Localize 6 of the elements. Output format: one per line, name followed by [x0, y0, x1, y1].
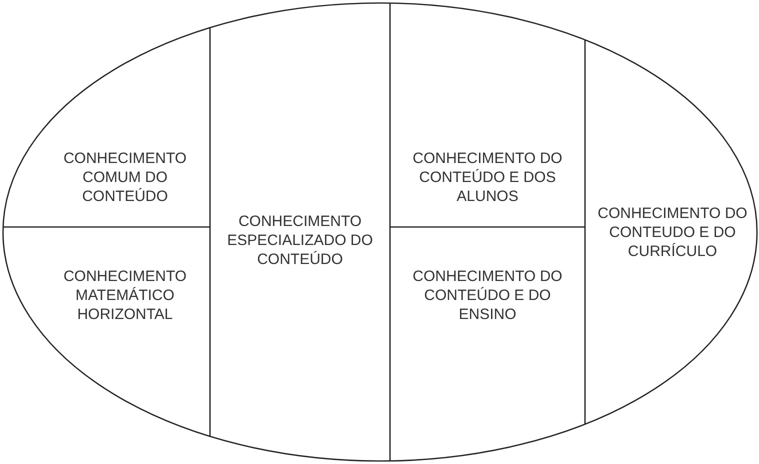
region-label: CONHECIMENTO DO CONTEÚDO E DO ENSINO	[412, 267, 564, 324]
region-label: CONHECIMENTO DO CONTEUDO E DO CURRÍCULO	[596, 204, 748, 261]
region-label: CONHECIMENTO ESPECIALIZADO DO CONTEÚDO	[226, 212, 374, 268]
region-label: CONHECIMENTO MATEMÁTICO HORIZONTAL	[62, 267, 188, 324]
region-label: CONHECIMENTO COMUM DO CONTEÚDO	[62, 149, 188, 206]
region-label: CONHECIMENTO DO CONTEÚDO E DOS ALUNOS	[412, 149, 564, 206]
